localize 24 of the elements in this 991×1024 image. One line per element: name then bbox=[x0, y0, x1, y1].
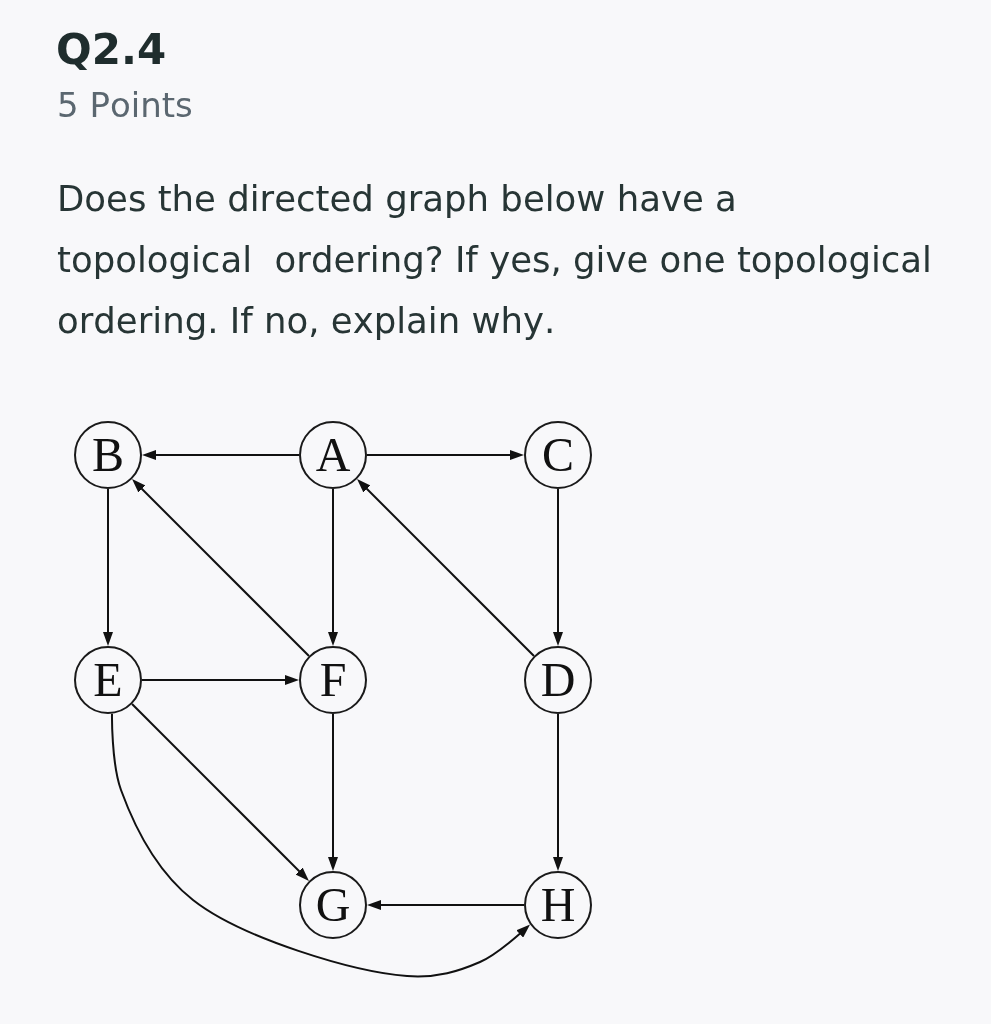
arrow bbox=[553, 713, 563, 871]
graph-node: D bbox=[524, 646, 592, 714]
graph-node: G bbox=[299, 871, 367, 939]
arrow bbox=[103, 488, 113, 646]
arrow bbox=[553, 488, 563, 646]
arrow bbox=[357, 479, 535, 657]
arrow bbox=[366, 450, 524, 460]
arrow bbox=[142, 450, 300, 460]
arrow bbox=[111, 712, 531, 978]
arrow bbox=[328, 713, 338, 871]
question-text: Does the directed graph below have a topological ordering? If yes, give one topological ordering. If no, explain why. bbox=[57, 177, 933, 343]
graph-node: B bbox=[74, 421, 142, 489]
graph-node: H bbox=[524, 871, 592, 939]
graph-node: C bbox=[524, 421, 592, 489]
graph-node: A bbox=[299, 421, 367, 489]
points-label: 5 Points bbox=[57, 84, 193, 126]
arrow bbox=[141, 675, 299, 685]
arrow bbox=[131, 703, 309, 881]
graph-node: E bbox=[74, 646, 142, 714]
arrow bbox=[367, 900, 525, 910]
graph-node: F bbox=[299, 646, 367, 714]
arrow bbox=[328, 488, 338, 646]
question-title: Q2.4 bbox=[56, 24, 167, 76]
arrow bbox=[132, 479, 310, 657]
